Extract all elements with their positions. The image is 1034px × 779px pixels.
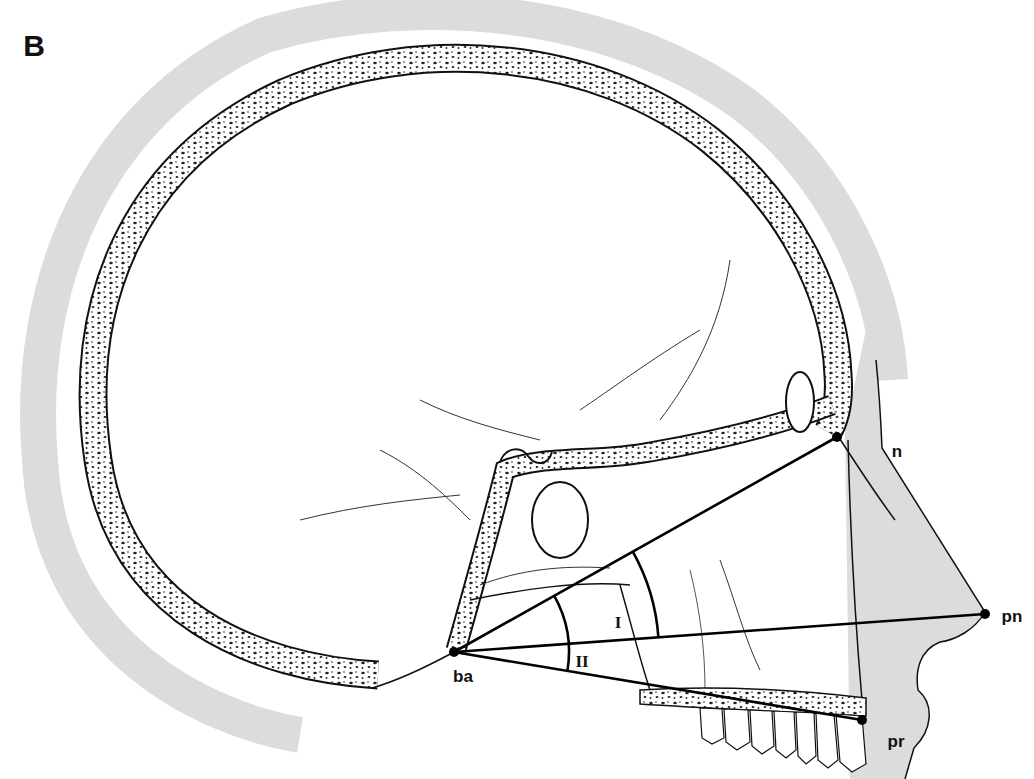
- panel-letter: B: [23, 31, 45, 61]
- landmark-label: pn: [1002, 608, 1023, 625]
- angle-label: II: [575, 653, 588, 670]
- landmark-label: ba: [453, 668, 473, 685]
- landmark-label: pr: [888, 733, 905, 750]
- angle-label: I: [615, 614, 622, 631]
- landmark-label: n: [892, 443, 902, 460]
